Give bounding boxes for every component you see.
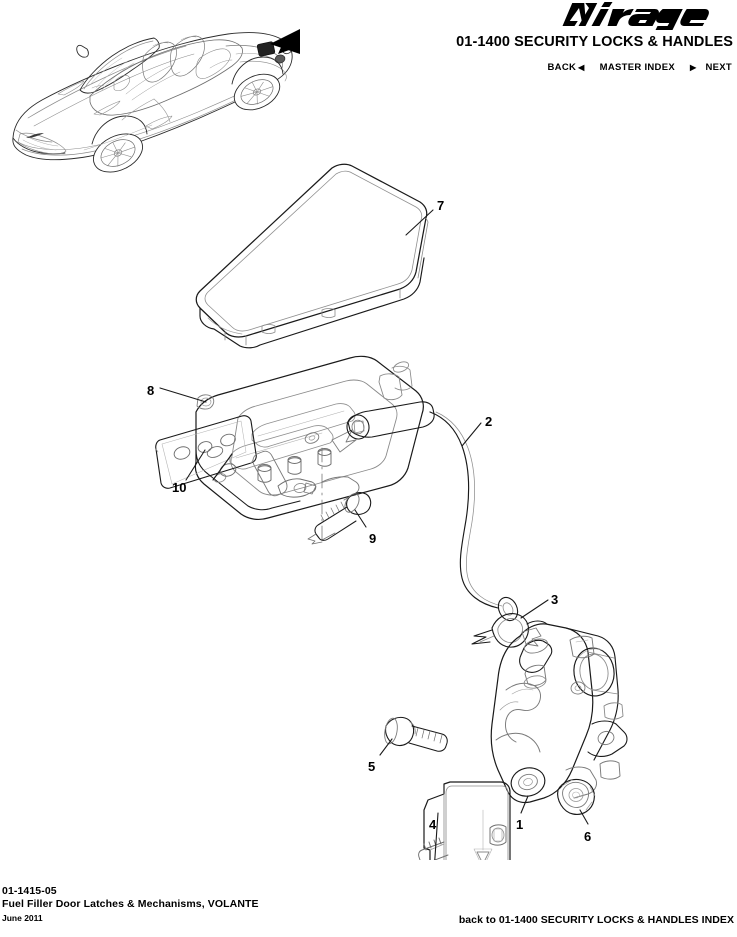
page-header: 01-1400 SECURITY LOCKS & HANDLES BACK ◀ … — [0, 0, 737, 173]
back-arrow-icon[interactable]: ◀ — [578, 62, 585, 72]
callout-3: 3 — [551, 592, 559, 607]
vehicle-thumbnail-illustration — [4, 2, 300, 188]
callout-8: 8 — [147, 383, 155, 398]
page-title: 01-1400 SECURITY LOCKS & HANDLES — [456, 34, 733, 50]
callout-4: 4 — [429, 817, 437, 832]
page-footer: 01-1415-05 Fuel Filler Door Latches & Me… — [0, 867, 737, 937]
part-7-fuel-filler-door — [195, 163, 429, 349]
callout-9: 9 — [369, 531, 377, 546]
part-10-shim-gasket-plate — [155, 415, 257, 489]
exploded-parts-diagram: 7 8 10 2 9 3 5 4 1 6 — [0, 150, 737, 860]
callout-6: 6 — [584, 829, 592, 844]
part-4-lock-mounting-bracket — [418, 781, 511, 860]
part-6-flange-nut — [557, 778, 596, 815]
callout-10: 10 — [172, 480, 187, 495]
part-9-hinge-screw — [307, 447, 372, 545]
part-1-fuel-filler-lock-actuator-assembly — [490, 623, 628, 804]
part-3-cable-retaining-clip — [471, 613, 548, 648]
next-link[interactable]: NEXT — [705, 62, 732, 73]
document-date: June 2011 — [2, 912, 43, 923]
back-to-index-link[interactable]: back to 01-1400 SECURITY LOCKS & HANDLES… — [458, 914, 734, 926]
next-arrow-icon[interactable]: ▶ — [690, 62, 697, 72]
back-link[interactable]: BACK — [547, 62, 577, 73]
header-navigation: BACK ◀ MASTER INDEX ▶ NEXT — [548, 62, 733, 73]
footer-document-info: 01-1415-05 Fuel Filler Door Latches & Me… — [2, 885, 259, 924]
callout-5: 5 — [368, 759, 376, 774]
latch-striker-pin — [252, 450, 317, 498]
part-8-fuel-filler-hinge-housing — [194, 355, 424, 520]
thumbnail-pointer-arrow — [270, 29, 300, 54]
callout-7: 7 — [437, 198, 445, 213]
callout-2: 2 — [485, 414, 493, 429]
part-2-fuel-filler-release-cable — [346, 401, 519, 622]
document-number: 01-1415-05 — [2, 885, 57, 897]
callout-1: 1 — [516, 817, 524, 832]
master-index-link[interactable]: MASTER INDEX — [599, 62, 675, 73]
part-5-flange-bolt — [384, 716, 448, 752]
document-subtitle: Fuel Filler Door Latches & Mechanisms, V… — [2, 898, 259, 911]
brand-logo — [553, 0, 733, 32]
